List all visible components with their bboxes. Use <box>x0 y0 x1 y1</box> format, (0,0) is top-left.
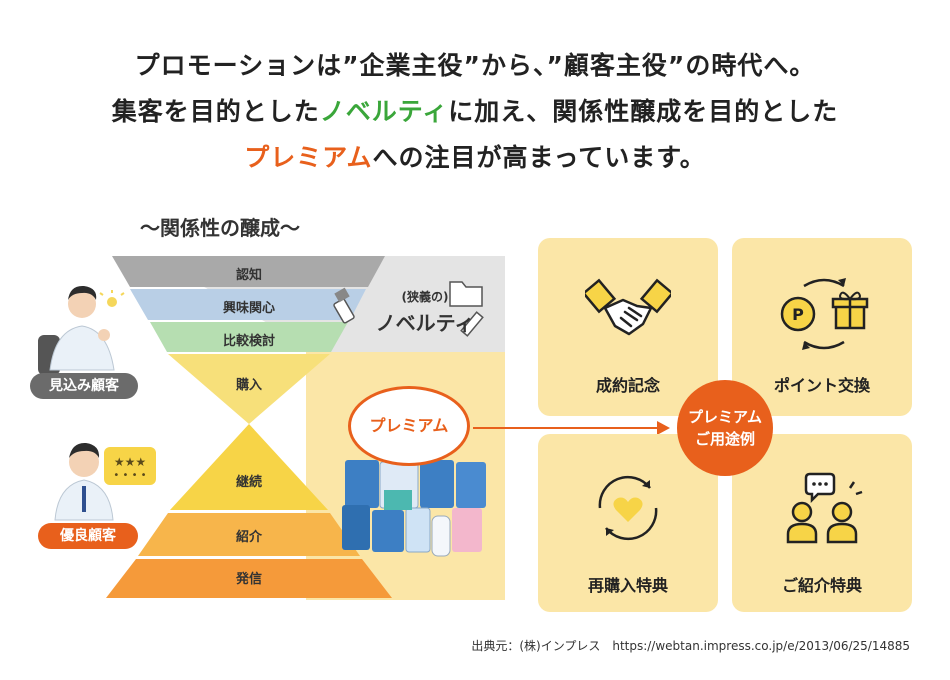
usecase-label-repurchase: 再購入特典 <box>587 576 668 595</box>
novelty-label: (狭義の) ノベルティ <box>360 288 490 336</box>
headline-premium-highlight: プレミアム <box>244 143 373 172</box>
premium-usecase-hub-line-1: プレミアム <box>688 408 762 426</box>
point-exchange-icon: P <box>780 278 869 350</box>
layer-advocacy <box>106 559 392 598</box>
pen-icon <box>460 311 484 337</box>
novelty-title: ノベルティ <box>375 311 475 335</box>
funnel-title: 〜関係性の醸成〜 <box>140 216 300 240</box>
rating-speech-bubble-icon: ★★★ • • • • <box>104 447 156 485</box>
usecase-label-referral: ご紹介特典 <box>781 576 862 595</box>
usecase-card-referral: ご紹介特典 <box>732 434 912 612</box>
svg-text:• • • •: • • • • <box>113 470 146 481</box>
heart-cycle-icon <box>598 475 658 541</box>
premium-arrow-head <box>657 421 670 435</box>
layer-label-continuation: 継続 <box>235 475 262 490</box>
layer-interest <box>130 289 366 320</box>
usecase-card-points: P ポイント交換 <box>732 238 912 416</box>
highlighter-icon <box>333 287 355 324</box>
prospect-customer-label: 見込み顧客 <box>30 373 138 399</box>
premium-usecase-hub: プレミアム ご用途例 <box>677 380 773 476</box>
usecase-label-contract: 成約記念 <box>595 376 660 395</box>
layer-purchase <box>168 354 330 424</box>
layer-continuation <box>170 424 328 510</box>
prospect-person-icon <box>38 285 125 375</box>
layer-awareness <box>112 256 385 287</box>
premium-products-image <box>342 460 486 557</box>
layer-label-advocacy: 発信 <box>235 572 262 587</box>
headline-novelty-highlight: ノベルティ <box>319 97 449 126</box>
usecase-card-contract: 成約記念 <box>538 238 718 416</box>
referral-people-icon <box>786 472 863 544</box>
layer-label-purchase: 購入 <box>235 378 262 393</box>
headline-line-3-post: への注目が高まっています。 <box>372 143 706 172</box>
svg-text:★★★: ★★★ <box>114 455 146 469</box>
layer-label-comparison: 比較検討 <box>222 334 275 349</box>
folder-icon <box>449 281 483 307</box>
headline-line-2-pre: 集客を目的とした <box>111 97 320 126</box>
novelty-qualifier: (狭義の) <box>401 290 449 304</box>
layer-label-referral: 紹介 <box>235 530 262 545</box>
svg-text:P: P <box>792 305 804 324</box>
usecase-label-points: ポイント交換 <box>773 376 870 395</box>
layer-referral <box>138 513 360 556</box>
loyal-person-icon <box>54 442 114 521</box>
layer-label-awareness: 認知 <box>235 268 262 283</box>
headline-line-3: プレミアムへの注目が高まっています。 <box>0 138 950 174</box>
layer-comparison <box>150 322 348 352</box>
premium-label: プレミアム <box>348 386 470 466</box>
loyal-customer-label: 優良顧客 <box>38 523 138 549</box>
premium-usecase-hub-line-2: ご用途例 <box>694 430 755 448</box>
headline-line-2-post: に加え、関係性醸成を目的とした <box>448 97 839 126</box>
layer-label-interest: 興味関心 <box>222 301 275 316</box>
source-citation: 出典元：(株)インプレス https://webtan.impress.co.j… <box>471 639 910 653</box>
headline-line-2: 集客を目的としたノベルティに加え、関係性醸成を目的とした <box>0 92 950 128</box>
usecase-card-repurchase: 再購入特典 <box>538 434 718 612</box>
headline-line-1: プロモーションは”企業主役”から、”顧客主役”の時代へ。 <box>134 51 816 80</box>
handshake-icon <box>585 278 671 336</box>
